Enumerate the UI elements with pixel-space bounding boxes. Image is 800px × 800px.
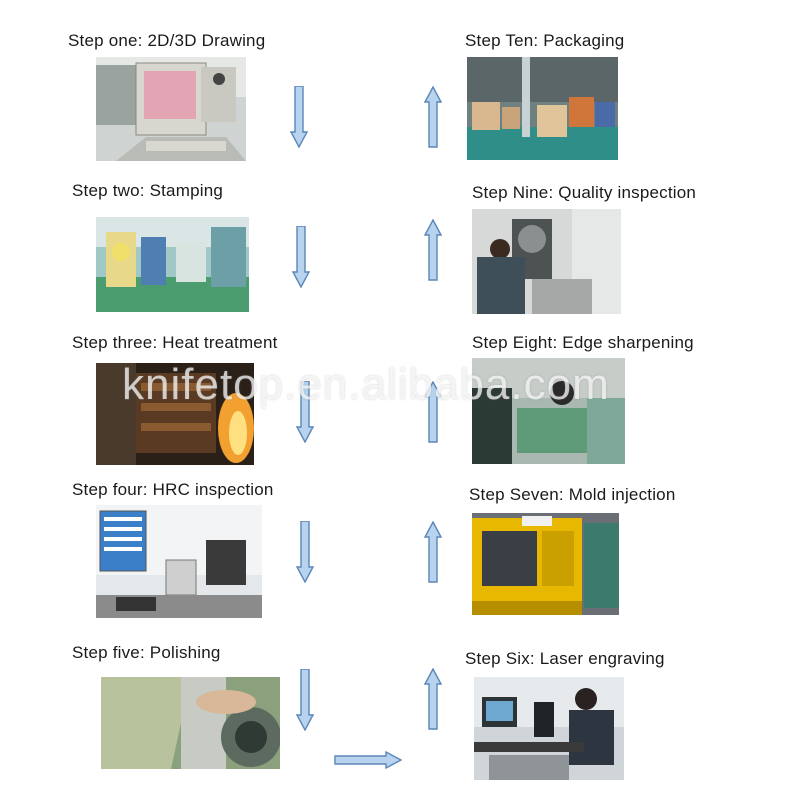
step-ten-label: Step Ten: Packaging — [465, 31, 625, 50]
step-ten-photo — [467, 57, 618, 160]
step-two-label: Step two: Stamping — [72, 181, 224, 200]
step-four-label: Step four: HRC inspection — [72, 480, 274, 499]
step-one-label: Step one: 2D/3D Drawing — [68, 31, 266, 50]
step-six-photo — [474, 677, 624, 780]
arrow-up-icon — [424, 521, 442, 583]
step-one-photo — [96, 57, 246, 161]
arrow-down-icon — [296, 669, 314, 731]
step-six-label: Step Six: Laser engraving — [465, 649, 665, 668]
step-nine-label: Step Nine: Quality inspection — [472, 183, 697, 202]
arrow-right-icon — [334, 751, 402, 769]
step-five-label: Step five: Polishing — [72, 643, 221, 662]
step-two-photo — [96, 217, 249, 312]
step-eight-photo — [472, 358, 625, 464]
arrow-down-icon — [296, 381, 314, 443]
step-seven-photo — [472, 513, 619, 615]
arrow-up-icon — [424, 86, 442, 148]
arrow-up-icon — [424, 219, 442, 281]
arrow-down-icon — [296, 521, 314, 583]
arrow-up-icon — [424, 381, 442, 443]
step-five-photo — [101, 677, 280, 769]
arrow-down-icon — [292, 226, 310, 288]
arrow-down-icon — [290, 86, 308, 148]
step-three-photo — [96, 363, 254, 465]
step-eight-label: Step Eight: Edge sharpening — [472, 333, 694, 352]
step-seven-label: Step Seven: Mold injection — [469, 485, 676, 504]
step-nine-photo — [472, 209, 621, 314]
step-four-photo — [96, 505, 262, 618]
arrow-up-icon — [424, 668, 442, 730]
step-three-label: Step three: Heat treatment — [72, 333, 278, 352]
